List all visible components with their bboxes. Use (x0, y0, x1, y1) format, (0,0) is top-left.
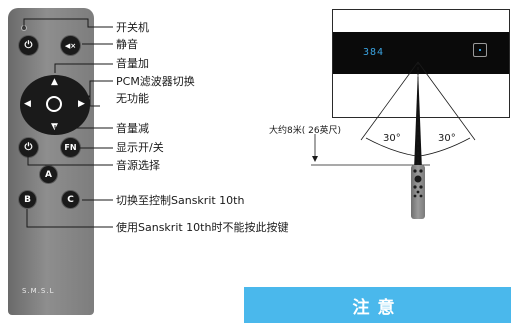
label-volume-down: 音量减 (116, 122, 149, 135)
label-pcm-filter: PCM滤波器切换 (116, 75, 195, 88)
c-label: C (67, 194, 74, 205)
device-panel: 384 (332, 9, 510, 118)
fn-label: FN (64, 143, 77, 152)
arrow-up-icon[interactable]: ▲ (51, 77, 58, 87)
display-readout: 384 (363, 47, 385, 58)
label-display-toggle: 显示开/关 (116, 141, 164, 154)
dpad[interactable]: ▲ ▼ ◀ ▶ (20, 75, 90, 135)
angle-right-label: 30° (438, 133, 456, 144)
fn-button[interactable]: FN (61, 138, 80, 157)
input-icon: ⏻ (24, 142, 33, 153)
b-button[interactable]: B (19, 191, 36, 208)
label-switch-control: 切换至控制Sanskrit 10th (116, 194, 245, 207)
dpad-center-button[interactable] (46, 96, 62, 112)
arrow-right-icon[interactable]: ▶ (78, 99, 85, 109)
label-mute: 静音 (116, 38, 138, 51)
mute-button[interactable]: ◀× (61, 36, 80, 55)
notice-banner: 注意 (244, 287, 511, 323)
label-power: 开关机 (116, 21, 149, 34)
label-volume-up: 音量加 (116, 57, 149, 70)
label-cannot-use: 使用Sanskrit 10th时不能按此按键 (116, 221, 289, 234)
a-button[interactable]: A (40, 166, 57, 183)
c-button[interactable]: C (62, 191, 79, 208)
a-label: A (45, 169, 52, 180)
power-button[interactable]: ⏻ (19, 36, 38, 55)
input-button[interactable]: ⏻ (19, 138, 38, 157)
arrow-down-icon[interactable]: ▼ (51, 122, 58, 132)
distance-label: 大约8米( 26英尺) (269, 126, 342, 136)
mini-remote-illustration (411, 165, 425, 219)
label-no-function: 无功能 (116, 92, 149, 105)
b-label: B (24, 194, 31, 205)
power-icon: ⏻ (24, 40, 33, 51)
remote-control: ⏻ ◀× ▲ ▼ ◀ ▶ ⏻ FN A B C S.M.S.L (8, 8, 94, 315)
brand-logo: S.M.S.L (22, 287, 55, 295)
arrow-left-icon[interactable]: ◀ (24, 99, 31, 109)
label-input-select: 音源选择 (116, 159, 160, 172)
mute-icon: ◀× (64, 41, 77, 50)
angle-left-label: 30° (383, 133, 401, 144)
panel-button (473, 43, 487, 57)
display-strip: 384 (333, 32, 509, 74)
mini-remote-buttons (413, 169, 423, 198)
